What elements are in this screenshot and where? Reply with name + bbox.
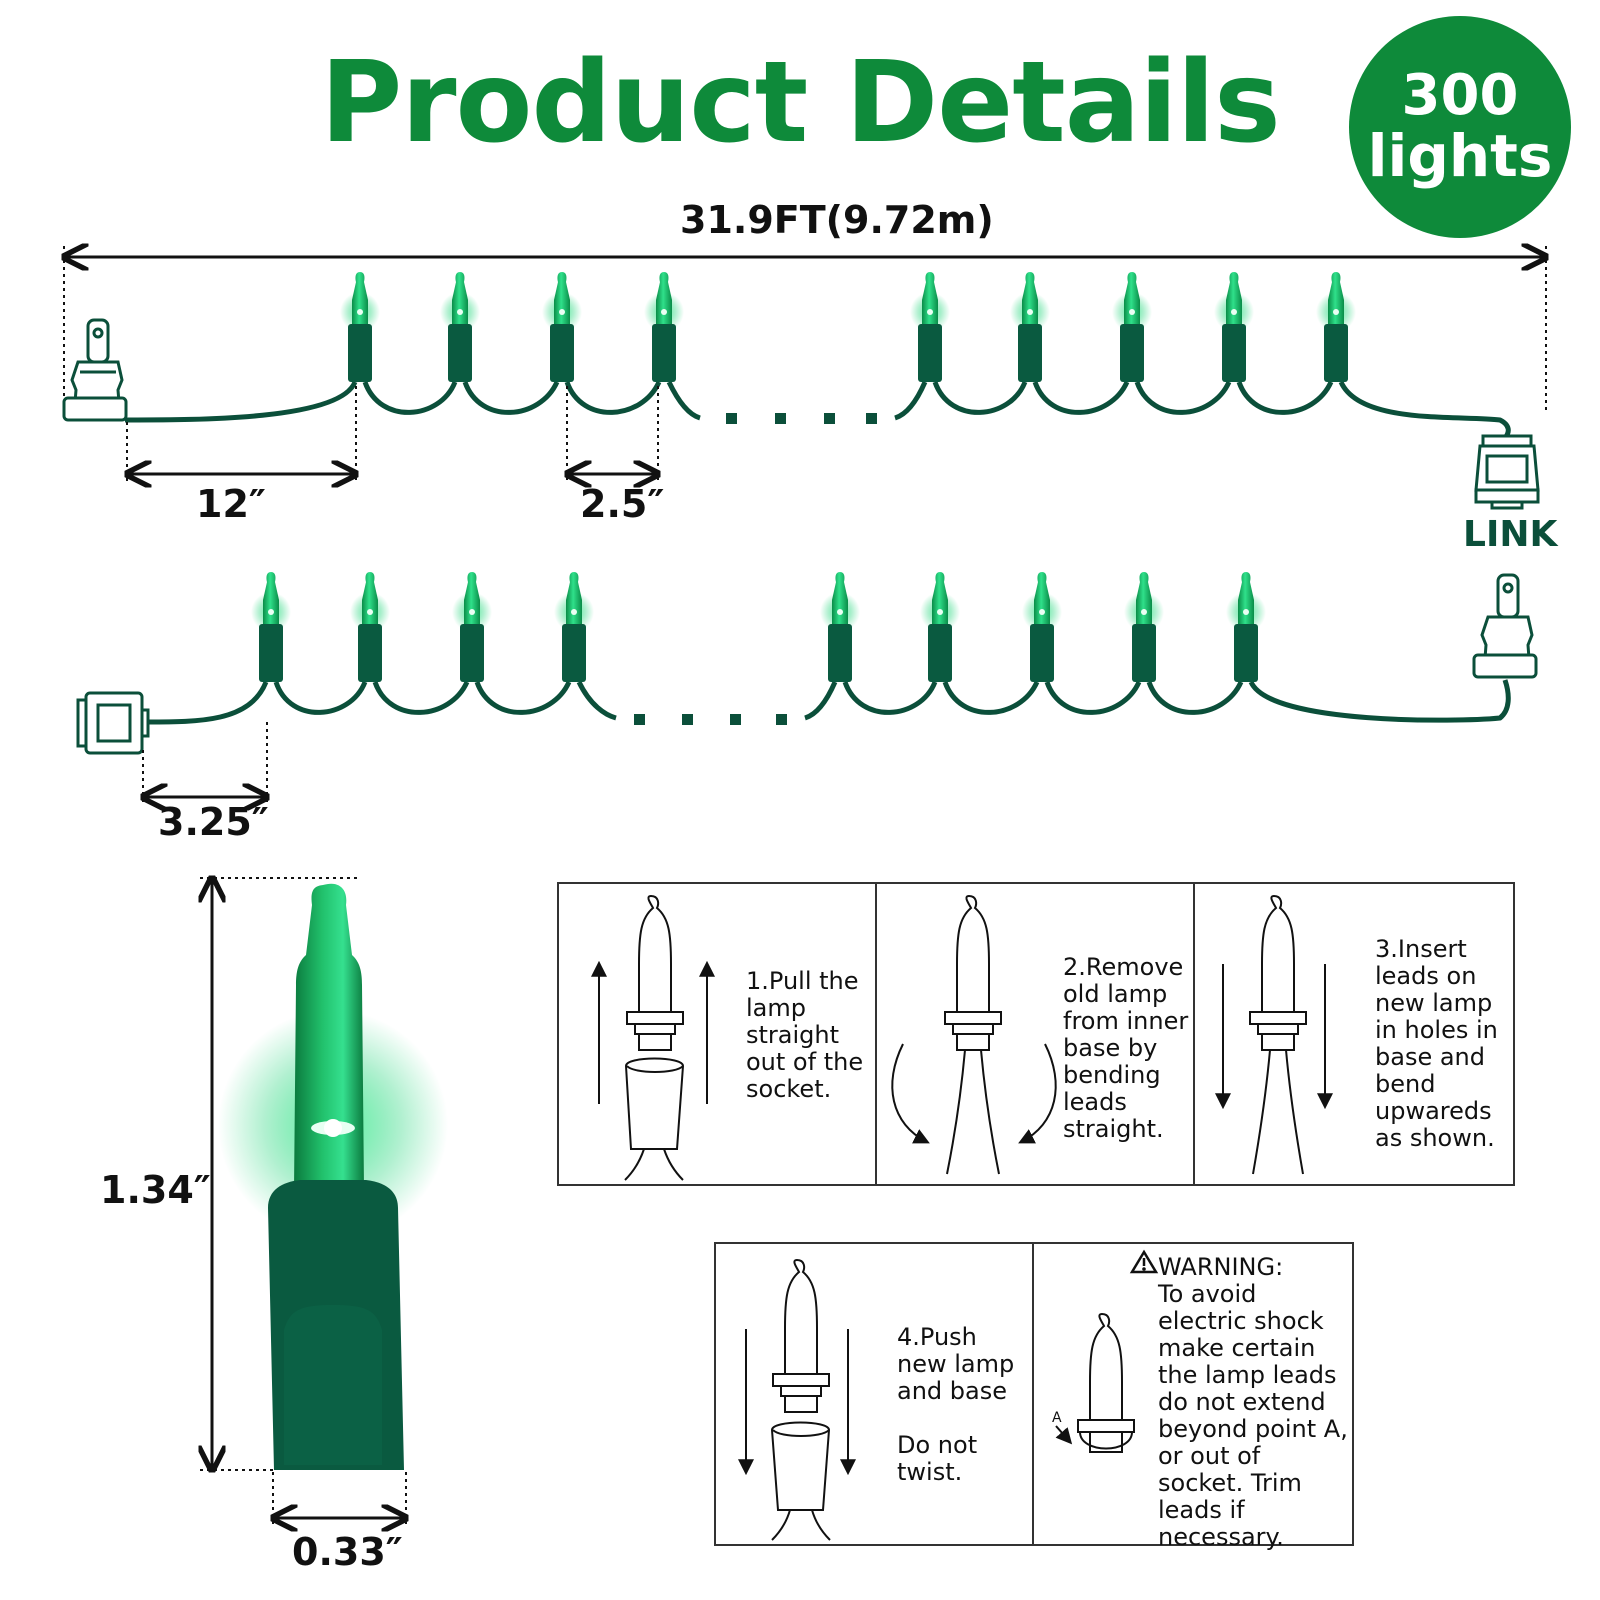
lead-in-dimension <box>127 386 356 482</box>
mini-bulb <box>452 572 492 682</box>
mini-bulb <box>910 272 950 382</box>
mini-bulb <box>1316 272 1356 382</box>
mini-bulb <box>1226 572 1266 682</box>
bulb-width-dimension <box>273 1472 406 1528</box>
bulb-spacing-label: 2.5″ <box>580 482 665 526</box>
mini-bulb <box>1214 272 1254 382</box>
step-4-text: 4.Push new lamp and base Do not twist. <box>897 1323 1015 1486</box>
step-3-panel: 3.Insert leads on new lamp in holes in b… <box>1193 882 1515 1186</box>
step-2-panel: 2.Remove old lamp from inner base by ben… <box>875 882 1195 1186</box>
mini-bulb <box>644 272 684 382</box>
warning-panel: WARNING: To avoid electric shock make ce… <box>1032 1242 1354 1551</box>
light-string-bottom <box>145 679 1511 725</box>
step-3-text: 3.Insert leads on new lamp in holes in b… <box>1375 935 1498 1152</box>
mini-bulb <box>1112 272 1152 382</box>
bulb-closeup <box>218 883 448 1470</box>
lead-in-length-label: 12″ <box>196 482 266 526</box>
step-1-illustration <box>591 894 715 1181</box>
step-3-illustration <box>1215 894 1333 1175</box>
mini-bulb <box>554 572 594 682</box>
bulb-height-dimension <box>200 878 360 1470</box>
step-2-text: 2.Remove old lamp from inner base by ben… <box>1063 953 1189 1143</box>
mini-bulb <box>1022 572 1062 682</box>
mini-bulb <box>1124 572 1164 682</box>
lead-out-dimension <box>143 722 267 805</box>
mini-bulb <box>340 272 380 382</box>
mini-bulb <box>350 572 390 682</box>
mini-bulb <box>542 272 582 382</box>
step-1-panel: 1.Pull the lamp straight out of the sock… <box>557 882 877 1186</box>
mini-bulb <box>251 572 291 682</box>
bulb-width-label: 0.33″ <box>292 1530 403 1574</box>
ellipsis-dots-top <box>726 413 877 424</box>
point-a-label: A <box>1052 1410 1062 1426</box>
light-count-unit: lights <box>1367 121 1553 190</box>
total-length-dimension <box>64 246 1546 420</box>
link-connector-icon <box>1474 434 1540 510</box>
warning-illustration <box>1055 1249 1159 1453</box>
light-count-badge: 300 lights <box>1349 16 1571 238</box>
step-4-panel: 4.Push new lamp and base Do not twist. <box>714 1242 1034 1546</box>
male-plug-icon <box>62 318 128 422</box>
mini-bulbs <box>251 272 1356 682</box>
bulb-height-label: 1.34″ <box>100 1168 211 1212</box>
warning-text: To avoid electric shock make certain the… <box>1158 1280 1348 1551</box>
total-length-label: 31.9FT(9.72m) <box>680 198 994 242</box>
warning-heading: WARNING: <box>1158 1253 1284 1281</box>
ellipsis-dots-bottom <box>634 714 787 725</box>
light-string-top <box>124 380 1511 440</box>
page-title: Product Details <box>320 38 1281 168</box>
mini-bulb <box>820 572 860 682</box>
male-plug-end-icon <box>1472 573 1538 679</box>
mini-bulb <box>440 272 480 382</box>
step-1-text: 1.Pull the lamp straight out of the sock… <box>746 967 864 1103</box>
bulb-spacing-dimension <box>567 386 658 482</box>
light-count: 300 <box>1401 63 1519 129</box>
link-label: LINK <box>1463 514 1558 555</box>
female-end-connector-icon <box>76 691 150 755</box>
mini-bulb <box>920 572 960 682</box>
step-4-illustration <box>738 1258 856 1541</box>
step-2-illustration <box>891 894 1057 1175</box>
mini-bulb <box>1010 272 1050 382</box>
